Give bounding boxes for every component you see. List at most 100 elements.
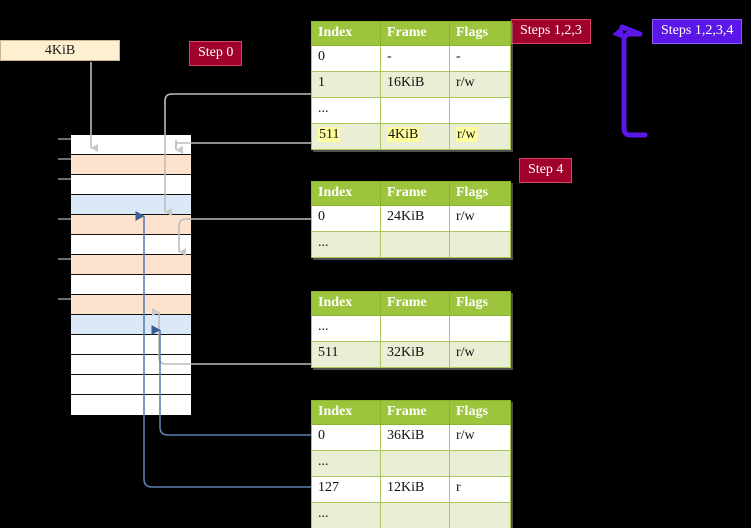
table-header-row: Index Frame Flags xyxy=(311,400,511,425)
column-header-index: Index xyxy=(311,181,381,206)
memory-frame-row xyxy=(71,295,191,315)
badge-steps-1-2-3-4: Steps 1,2,3,4 xyxy=(652,19,743,44)
cell-frame xyxy=(380,231,450,258)
table-row: 511 32KiB r/w xyxy=(311,341,511,368)
memory-frame-row xyxy=(71,375,191,395)
table-row: 1 16KiB r/w xyxy=(311,71,511,98)
badge-steps-1-2-3: Steps 1,2,3 xyxy=(511,19,591,44)
table-row: 0 24KiB r/w xyxy=(311,205,511,232)
page-table-level-2: Index Frame Flags 0 24KiB r/w ... xyxy=(311,181,511,258)
table-row: ... xyxy=(311,97,511,124)
cell-flags: r/w xyxy=(449,341,511,368)
cell-flags xyxy=(449,450,511,477)
cell-frame-text: 4KiB xyxy=(387,127,420,142)
column-header-flags: Flags xyxy=(449,400,511,425)
physical-memory-block xyxy=(70,134,191,415)
cell-flags: r xyxy=(449,476,511,503)
cell-index: ... xyxy=(311,450,381,477)
cell-flags: r/w xyxy=(449,71,511,98)
memory-frame-row xyxy=(71,195,191,215)
table-header-row: Index Frame Flags xyxy=(311,181,511,206)
column-header-frame: Frame xyxy=(380,291,450,316)
column-header-flags: Flags xyxy=(449,291,511,316)
page-table-level-3: Index Frame Flags ... 511 32KiB r/w xyxy=(311,291,511,368)
table-row: ... xyxy=(311,502,511,528)
cell-frame: 36KiB xyxy=(380,424,450,451)
wire-steps-bracket xyxy=(621,31,648,138)
page-table-level-1: Index Frame Flags 0 - - 1 16KiB r/w ... xyxy=(311,21,511,150)
cell-frame xyxy=(380,502,450,528)
table-header-row: Index Frame Flags xyxy=(311,291,511,316)
cell-flags: - xyxy=(449,45,511,72)
memory-frame-row xyxy=(71,255,191,275)
cell-frame xyxy=(380,97,450,124)
memory-frame-row xyxy=(71,335,191,355)
column-header-frame: Frame xyxy=(380,21,450,46)
cell-index-text: 511 xyxy=(318,127,341,142)
cell-index: 0 xyxy=(311,205,381,232)
table-row: ... xyxy=(311,231,511,258)
cell-flags xyxy=(449,315,511,342)
column-header-flags: Flags xyxy=(449,181,511,206)
memory-frame-row xyxy=(71,215,191,235)
cell-index: 1 xyxy=(311,71,381,98)
cell-index: 127 xyxy=(311,476,381,503)
cell-frame xyxy=(380,315,450,342)
cell-index: ... xyxy=(311,97,381,124)
memory-tick xyxy=(58,298,71,300)
cell-index: ... xyxy=(311,231,381,258)
cell-index: ... xyxy=(311,315,381,342)
table-row: 0 - - xyxy=(311,45,511,72)
table-row: ... xyxy=(311,450,511,477)
column-header-frame: Frame xyxy=(380,400,450,425)
cell-flags: r/w xyxy=(449,205,511,232)
column-header-index: Index xyxy=(311,400,381,425)
wire-table1-511-out xyxy=(175,142,311,148)
memory-size-bar: 4KiB xyxy=(0,40,120,61)
cell-index: ... xyxy=(311,502,381,528)
cell-index: 511 xyxy=(311,123,381,150)
table-row: ... xyxy=(311,315,511,342)
cell-frame: 16KiB xyxy=(380,71,450,98)
cell-frame: 4KiB xyxy=(380,123,450,150)
cell-frame: 12KiB xyxy=(380,476,450,503)
page-table-level-4: Index Frame Flags 0 36KiB r/w ... 127 12… xyxy=(311,400,511,528)
memory-tick xyxy=(58,258,71,260)
table-row: 0 36KiB r/w xyxy=(311,424,511,451)
memory-tick xyxy=(58,158,71,160)
cell-index: 0 xyxy=(311,424,381,451)
memory-tick xyxy=(58,138,71,140)
badge-step-0: Step 0 xyxy=(189,41,243,66)
table-header-row: Index Frame Flags xyxy=(311,21,511,46)
memory-frame-row xyxy=(71,395,191,415)
cell-index: 0 xyxy=(311,45,381,72)
cell-flags-text: r/w xyxy=(456,127,477,142)
column-header-index: Index xyxy=(311,291,381,316)
table-row: 511 4KiB r/w xyxy=(311,123,511,150)
memory-tick xyxy=(58,178,71,180)
memory-frame-row xyxy=(71,135,191,155)
memory-frame-row xyxy=(71,275,191,295)
table-row: 127 12KiB r xyxy=(311,476,511,503)
memory-frame-row xyxy=(71,155,191,175)
badge-step-4: Step 4 xyxy=(519,158,573,183)
column-header-flags: Flags xyxy=(449,21,511,46)
cell-frame: - xyxy=(380,45,450,72)
column-header-index: Index xyxy=(311,21,381,46)
cell-index: 511 xyxy=(311,341,381,368)
cell-flags xyxy=(449,502,511,528)
cell-frame: 32KiB xyxy=(380,341,450,368)
cell-flags xyxy=(449,97,511,124)
wire-table2-24kib xyxy=(178,218,311,256)
column-header-frame: Frame xyxy=(380,181,450,206)
wire-steps-arrowhead xyxy=(612,24,643,40)
memory-tick xyxy=(58,218,71,220)
memory-frame-row xyxy=(71,235,191,255)
cell-frame: 24KiB xyxy=(380,205,450,232)
cell-flags xyxy=(449,231,511,258)
memory-frame-row xyxy=(71,315,191,335)
memory-frame-row xyxy=(71,175,191,195)
cell-flags: r/w xyxy=(449,123,511,150)
cell-flags: r/w xyxy=(449,424,511,451)
